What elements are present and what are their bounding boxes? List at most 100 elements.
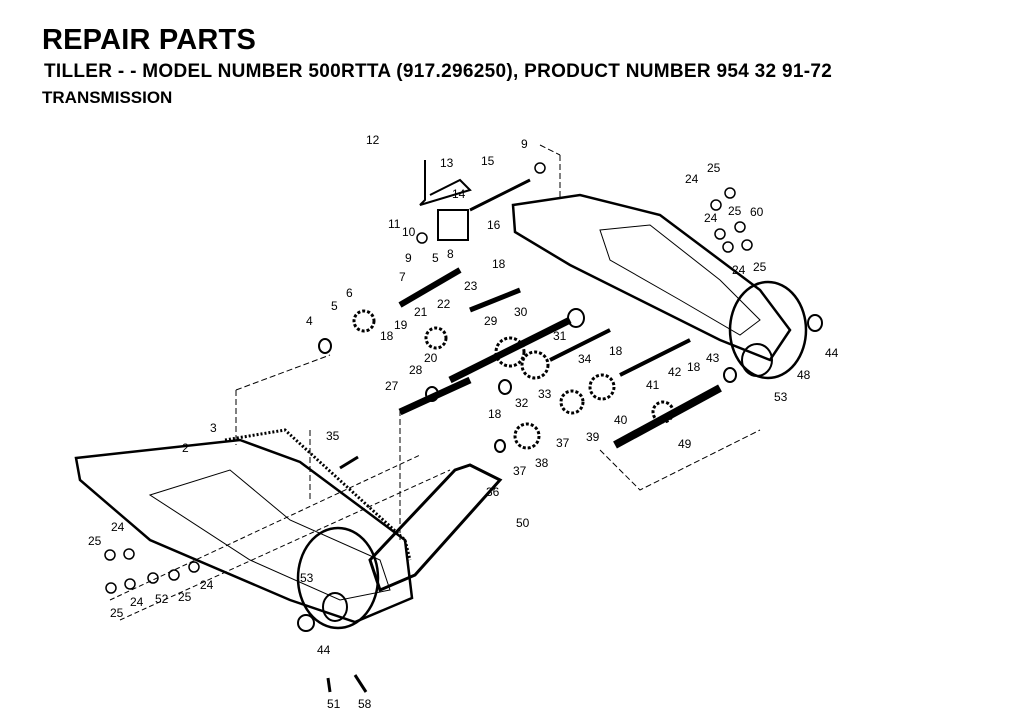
- callout-24: 24: [704, 211, 718, 225]
- callout-32: 32: [515, 396, 529, 410]
- callout-25: 25: [753, 260, 767, 274]
- nut: [724, 187, 736, 199]
- callout-60: 60: [750, 205, 764, 219]
- right-housing-inner: [599, 224, 761, 336]
- assembly-line-b: [309, 410, 761, 540]
- callout-44: 44: [825, 346, 839, 360]
- callout-40: 40: [614, 413, 628, 427]
- callout-18: 18: [492, 257, 506, 271]
- callout-9: 9: [405, 251, 412, 265]
- callout-41: 41: [646, 378, 660, 392]
- callout-58: 58: [358, 697, 372, 711]
- callout-21: 21: [414, 305, 428, 319]
- shaft-30: [448, 316, 572, 384]
- callout-11: 11: [388, 217, 401, 231]
- sprocket-39: [559, 389, 585, 415]
- callout-25: 25: [707, 161, 721, 175]
- sprocket-29: [494, 336, 526, 368]
- pulley-53-left: [322, 592, 348, 622]
- callout-16: 16: [487, 218, 501, 232]
- callout-24: 24: [685, 172, 699, 186]
- page-subtitle: TILLER - - MODEL NUMBER 500RTTA (917.296…: [44, 61, 833, 82]
- callout-9: 9: [521, 137, 528, 151]
- assembly-line-a: [235, 144, 561, 445]
- callout-27: 27: [385, 379, 399, 393]
- washer: [123, 548, 135, 560]
- washer: [710, 199, 722, 211]
- shaft-49: [613, 384, 722, 449]
- shaft-7: [398, 267, 462, 308]
- callout-7: 7: [399, 270, 406, 284]
- callout-36: 36: [486, 485, 500, 499]
- sprocket-6: [352, 309, 376, 333]
- bearing-43: [723, 367, 737, 383]
- shift-bracket-14: [437, 209, 469, 241]
- callout-31: 31: [553, 329, 567, 343]
- bolt-58: [353, 674, 368, 693]
- callout-18: 18: [380, 329, 394, 343]
- page-header: REPAIR PARTS TILLER - - MODEL NUMBER 500…: [0, 0, 1024, 110]
- callout-19: 19: [394, 318, 408, 332]
- bearing-28: [425, 386, 439, 402]
- callout-6: 6: [346, 286, 353, 300]
- callout-53: 53: [774, 390, 788, 404]
- callout-12: 12: [366, 133, 380, 147]
- callout-25: 25: [178, 590, 192, 604]
- washer: [416, 232, 428, 244]
- shaft-27: [398, 376, 472, 416]
- pulley-left: [296, 526, 380, 630]
- diagram-drawing: [74, 144, 823, 693]
- callout-38: 38: [535, 456, 549, 470]
- pulley-48: [728, 280, 808, 380]
- callout-18: 18: [687, 360, 701, 374]
- callout-30: 30: [514, 305, 528, 319]
- callout-34: 34: [578, 352, 592, 366]
- shift-lever-13: [419, 160, 472, 206]
- shift-rod-16: [469, 178, 531, 212]
- callout-20: 20: [424, 351, 438, 365]
- callout-51: 51: [327, 697, 341, 711]
- callout-18: 18: [609, 344, 623, 358]
- section-title: TRANSMISSION: [42, 88, 173, 107]
- callout-14: 14: [452, 187, 466, 201]
- callout-24: 24: [200, 578, 214, 592]
- bearing-32: [498, 379, 512, 395]
- sprocket-40: [588, 373, 616, 401]
- callout-3: 3: [210, 421, 217, 435]
- callout-44: 44: [317, 643, 331, 657]
- bearing-44-right: [807, 314, 823, 332]
- callout-2: 2: [182, 441, 189, 455]
- hardware-group: [104, 162, 753, 594]
- nut: [734, 221, 746, 233]
- bearing-44-left: [297, 614, 315, 632]
- left-housing-inner: [148, 469, 391, 601]
- callout-23: 23: [464, 279, 478, 293]
- callout-43: 43: [706, 351, 720, 365]
- nut: [105, 582, 117, 594]
- callout-25: 25: [88, 534, 102, 548]
- callout-35: 35: [326, 429, 340, 443]
- callout-52: 52: [155, 592, 169, 606]
- callout-50: 50: [516, 516, 530, 530]
- belt-50: [368, 463, 503, 593]
- callout-33: 33: [538, 387, 552, 401]
- callout-10: 10: [402, 225, 416, 239]
- callout-37: 37: [556, 436, 570, 450]
- callout-8: 8: [447, 247, 454, 261]
- sprocket-49: [651, 400, 675, 424]
- washer: [147, 572, 159, 584]
- nut: [168, 569, 180, 581]
- sprocket-33: [520, 350, 550, 380]
- sprocket-20: [424, 326, 448, 350]
- callout-25: 25: [110, 606, 124, 620]
- sprocket-38: [513, 422, 541, 450]
- callout-18: 18: [488, 407, 502, 421]
- callout-25: 25: [728, 204, 742, 218]
- shaft-41: [619, 338, 691, 377]
- page-title: REPAIR PARTS: [42, 24, 257, 56]
- callout-5: 5: [432, 251, 439, 265]
- callout-13: 13: [440, 156, 454, 170]
- bearing-37: [494, 439, 506, 453]
